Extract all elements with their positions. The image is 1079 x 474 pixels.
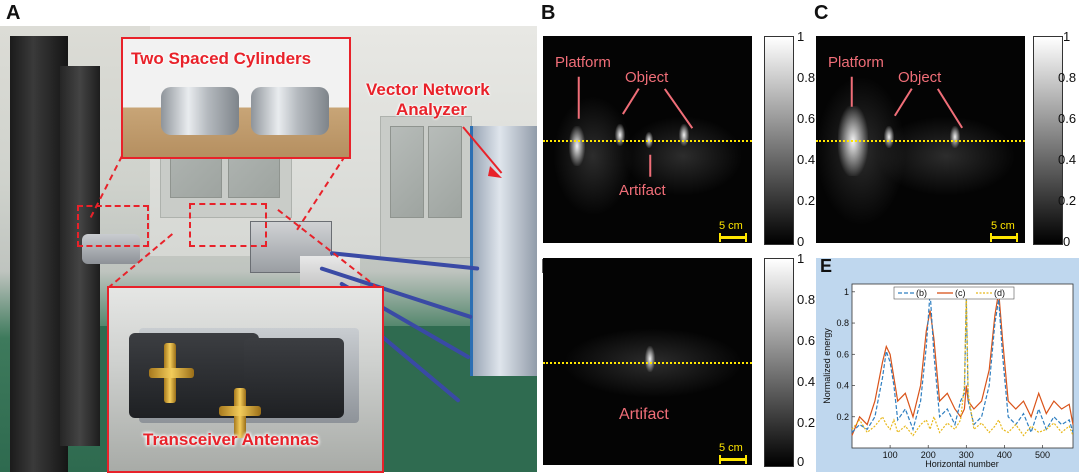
y-axis-label: Normalized energy [822,328,832,404]
colorbar-tick: 0.6 [797,333,816,348]
colorbar-tick: 0.2 [797,415,816,430]
panel-letter-c: C [814,2,829,24]
legend-box [893,286,1015,300]
cylinder-left [161,87,239,135]
cylinder-right [251,87,329,135]
x-tick-label: 300 [959,450,974,460]
object-label: Object [898,69,942,86]
scale-bar [719,455,747,464]
series-line-2 [851,291,1074,437]
y-tick-label: 0.4 [836,381,849,391]
x-tick-label: 400 [997,450,1012,460]
photo-cabinet-glass [390,126,424,218]
colorbar-b [764,36,794,245]
legend-label: (b) [916,288,927,298]
plot-area [851,283,1074,449]
scale-label: 5 cm [719,220,743,232]
photo-scanner-rail [10,36,68,472]
colorbar-d [764,258,794,467]
legend-label: (c) [955,288,966,298]
colorbar-tick: 0.8 [1058,70,1077,85]
colorbar-tick: 1 [797,29,805,44]
artifact-reflection [645,346,655,372]
artifact-arrow [649,154,651,177]
reference-line [816,140,1025,142]
object-reflection-left [884,126,894,148]
cylinders-callout-box [77,205,149,247]
platform-label: Platform [555,54,611,71]
scale-label: 5 cm [991,220,1015,232]
platform-label: Platform [828,54,884,71]
series-line-0 [851,291,1074,435]
platform-reflection [569,126,585,166]
legend-label: (d) [994,288,1005,298]
image-haze [553,96,633,216]
platform-arrow [578,76,580,119]
reference-line [543,140,752,142]
colorbar-tick: 1 [1063,29,1071,44]
panel-letter-b: B [541,2,556,24]
y-tick-label: 0.2 [836,412,849,422]
object-reflection-right [679,124,689,146]
colorbar-tick: 0.4 [797,374,816,389]
photo-network-analyzer [470,126,537,376]
antennas-label: Transceiver Antennas [143,430,320,449]
colorbar-tick: 0.8 [797,292,816,307]
series-line-1 [851,291,1074,436]
photo-antenna-device [250,221,332,273]
artifact-label: Artifact [619,406,669,423]
colorbar-tick: 0.4 [797,152,816,167]
chart-legend: (b) (c) (d) [893,286,1015,300]
y-tick-label: 1 [844,287,849,297]
object-reflection-right [950,126,960,148]
axis-ticks: 100 200 300 400 500 0.2 0.4 0.6 0.8 1 [836,287,1050,460]
vna-arrow-head [488,166,502,178]
cylinders-inset: Two Spaced Cylinders [121,37,351,159]
panel-c-image: Platform Object 5 cm [816,36,1025,243]
antennas-callout-box [189,203,267,247]
artifact-label: Artifact [619,182,666,199]
y-tick-label: 0.6 [836,349,849,359]
x-tick-label: 200 [921,450,936,460]
x-tick-label: 500 [1035,450,1050,460]
image-haze [876,116,1016,196]
scale-bar [719,233,747,242]
brass-connector [219,406,261,416]
x-axis-label: Horizontal number [925,459,999,469]
colorbar-tick: 1 [797,251,805,266]
scale-label: 5 cm [719,442,743,454]
colorbar-tick: 0.4 [1058,152,1077,167]
colorbar-tick: 0 [1063,234,1071,249]
colorbar-tick: 0.6 [797,111,816,126]
scale-bar [990,233,1018,242]
series-group [851,291,1074,437]
y-tick-label: 0.8 [836,318,849,328]
panel-b-image: Platform Object Artifact 5 cm [543,36,752,243]
panel-letter-a: A [6,2,21,24]
energy-line-chart: 100 200 300 400 500 0.2 0.4 0.6 0.8 1 Horizontal … [822,283,1074,469]
cylinders-label: Two Spaced Cylinders [131,49,312,68]
panel-d-image: Artifact 5 cm [543,258,752,465]
vna-label-line1: Vector Network [366,80,490,99]
colorbar-tick: 0.6 [1058,111,1077,126]
reference-line [543,362,752,364]
brass-connector [149,368,194,378]
object-reflection-left [615,124,625,146]
colorbar-tick: 0 [797,454,805,469]
colorbar-tick: 0.2 [797,193,816,208]
antennas-inset: Transceiver Antennas [107,286,384,473]
panel-letter-e: E [820,256,833,276]
photo-cabinet-glass [428,126,462,218]
platform-arrow [851,76,853,107]
photo-cylinders [82,234,140,264]
colorbar-tick: 0.8 [797,70,816,85]
object-label: Object [625,69,669,86]
vna-label-line2: Analyzer [396,100,467,119]
colorbar-tick: 0 [797,234,805,249]
colorbar-tick: 0.2 [1058,193,1077,208]
x-tick-label: 100 [883,450,898,460]
colorbar-c [1033,36,1063,245]
antenna-body-right [244,338,344,418]
